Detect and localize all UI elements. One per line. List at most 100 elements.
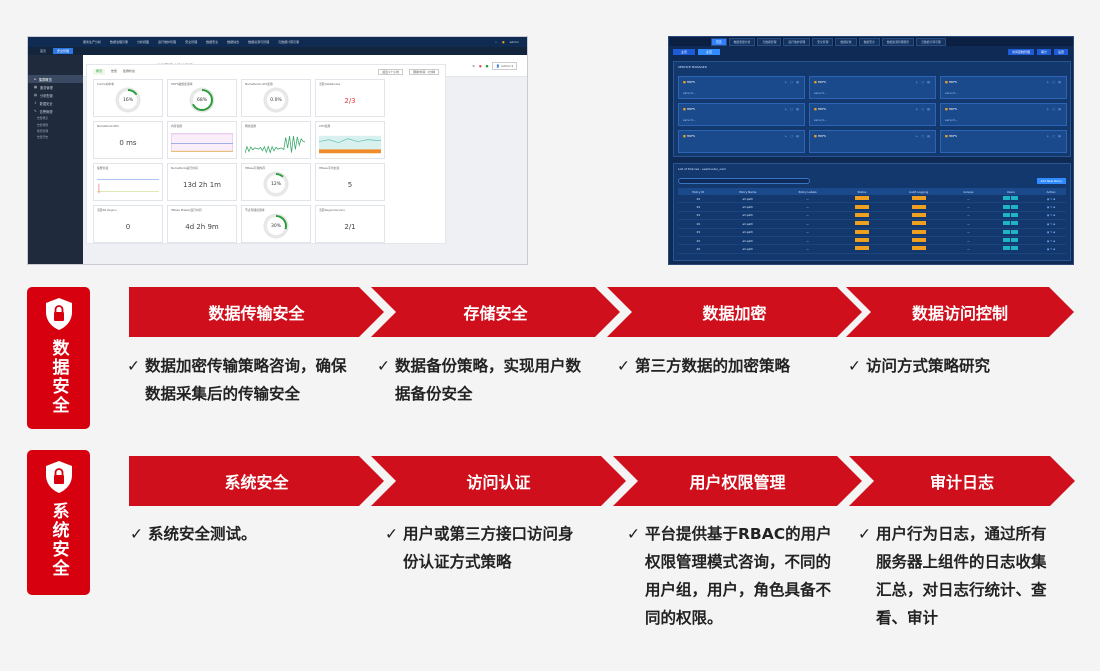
service-actions[interactable]: ＋ ▢ ▤: [784, 107, 800, 111]
top-menu-item[interactable]: 数据治理引擎: [110, 40, 129, 44]
sidebar-item[interactable]: ▤分析配置: [34, 93, 53, 98]
sidebar-subitem[interactable]: 告警历史: [37, 135, 49, 140]
sidebar-item[interactable]: ✎告警管理: [34, 109, 53, 114]
view-icon[interactable]: ◉ ✎ ▪: [1046, 213, 1056, 218]
row-actions[interactable]: ◉ ✎ ▪: [1036, 195, 1066, 204]
tab-home[interactable]: 首页: [40, 49, 47, 53]
metric-card[interactable]: 网络使用: [241, 121, 311, 159]
service-actions[interactable]: ＋ ▢ ▤: [784, 134, 800, 138]
service-actions[interactable]: ＋ ▢ ▤: [915, 80, 931, 84]
view-icon[interactable]: ◉ ✎ ▪: [1046, 238, 1056, 243]
top-tab[interactable]: 数据标准: [835, 37, 857, 46]
service-actions[interactable]: ＋ ▢ ▤: [915, 107, 931, 111]
service-card[interactable]: ■ HDFS＋ ▢ ▤: [678, 130, 805, 153]
service-card[interactable]: ■ HDFS＋ ▢ ▤: [809, 130, 936, 153]
users-badges[interactable]: [985, 195, 1037, 204]
service-actions[interactable]: ＋ ▢ ▤: [915, 134, 931, 138]
top-menu-item[interactable]: 元数据计算引擎: [278, 40, 300, 44]
service-card[interactable]: ■ HDFS＋ ▢ ▤ssrvcd...: [809, 76, 936, 99]
sidebar-subitem[interactable]: 告警规则: [37, 122, 49, 127]
user-menu[interactable]: 👤 admin ▾: [492, 61, 517, 70]
search-icon[interactable]: ⌕: [495, 40, 497, 44]
column-header[interactable]: Policy Labels: [777, 188, 839, 195]
home-button[interactable]: 主页: [698, 48, 721, 55]
metric-card[interactable]: CPU使用: [315, 121, 385, 159]
top-tab[interactable]: 安全管理: [812, 37, 834, 46]
top-tab[interactable]: 元数据计算引擎: [916, 37, 946, 46]
row-actions[interactable]: ◉ ✎ ▪: [1036, 219, 1066, 229]
column-header[interactable]: Status: [838, 188, 886, 195]
search-input[interactable]: [678, 178, 810, 184]
users-badges[interactable]: [985, 244, 1037, 254]
column-header[interactable]: Action: [1036, 188, 1066, 195]
top-menu-item[interactable]: 数据安全: [206, 40, 219, 44]
top-menu-item[interactable]: 分析视图: [137, 40, 150, 44]
bell-icon[interactable]: ●: [478, 63, 482, 68]
users-badges[interactable]: [985, 202, 1037, 212]
column-header[interactable]: Users: [985, 188, 1037, 195]
add-policy-button[interactable]: Add New Policy: [1036, 178, 1066, 184]
column-header[interactable]: Groups: [951, 188, 986, 195]
sidebar-subitem[interactable]: 规则管理: [37, 128, 49, 133]
row-actions[interactable]: ◉ ✎ ▪: [1036, 236, 1066, 246]
top-tab[interactable]: 元数据管理: [757, 37, 782, 46]
top-tab[interactable]: 数据安全: [858, 37, 880, 46]
service-actions[interactable]: ＋ ▢ ▤: [784, 80, 800, 84]
subtab[interactable]: 集群状态: [123, 69, 136, 73]
service-card[interactable]: ■ HDFS＋ ▢ ▤ssrvcd...: [678, 76, 805, 99]
service-card[interactable]: ■ HDFS＋ ▢ ▤ssrvcd...: [678, 103, 805, 126]
user-name[interactable]: admin: [509, 40, 519, 44]
column-header[interactable]: Policy ID: [678, 188, 719, 195]
tab-security[interactable]: 安全管理: [53, 48, 74, 54]
sidebar-subitem[interactable]: 告警概览: [37, 116, 49, 121]
settings-icon[interactable]: ⚙: [472, 63, 475, 68]
refresh-select[interactable]: 刷新时间: 1分钟: [409, 69, 439, 75]
view-icon[interactable]: ◉ ✎ ▪: [1046, 205, 1056, 210]
metric-card[interactable]: 集群负载: [93, 163, 163, 201]
top-tab[interactable]: 运行维护管理: [783, 37, 811, 46]
access-control-button[interactable]: 访问控制管理: [1007, 48, 1034, 55]
users-badges[interactable]: [985, 211, 1037, 221]
subtab[interactable]: 概况: [93, 69, 106, 75]
top-menu-item[interactable]: 服务生产分析: [83, 40, 102, 44]
column-header[interactable]: Policy Name: [718, 188, 778, 195]
view-icon[interactable]: ◉ ✎ ▪: [1046, 196, 1056, 201]
users-badges[interactable]: [985, 236, 1037, 246]
metric-card[interactable]: 内存使用: [167, 121, 237, 159]
top-tab[interactable]: 数据质量分析: [728, 37, 756, 46]
view-icon[interactable]: ◉ ✎ ▪: [1046, 230, 1056, 235]
top-tab[interactable]: 数据资源管理服务: [881, 37, 915, 46]
view-icon[interactable]: ◉ ✎ ▪: [1046, 221, 1056, 226]
top-tab[interactable]: 首页: [711, 37, 727, 46]
row-actions[interactable]: ◉ ✎ ▪: [1036, 211, 1066, 221]
range-select[interactable]: 最近1个小时: [378, 69, 404, 75]
top-menu-item[interactable]: 运行维护管理: [158, 40, 177, 44]
users-badges[interactable]: [985, 228, 1037, 237]
top-menu-item[interactable]: 数据资源与管理: [248, 40, 270, 44]
sidebar-item[interactable]: ⌂集群概览: [28, 75, 83, 83]
view-icon[interactable]: ◉ ✎ ▪: [1046, 246, 1056, 251]
settings-button[interactable]: 设置: [1053, 48, 1068, 55]
service-actions[interactable]: ＋ ▢ ▤: [1046, 80, 1062, 84]
service-actions[interactable]: ＋ ▢ ▤: [1046, 134, 1062, 138]
column-header[interactable]: Audit Logging: [885, 188, 952, 195]
service-card[interactable]: ■ HDFS＋ ▢ ▤ssrvcd...: [940, 76, 1067, 99]
service-actions[interactable]: ＋ ▢ ▤: [1046, 107, 1062, 111]
